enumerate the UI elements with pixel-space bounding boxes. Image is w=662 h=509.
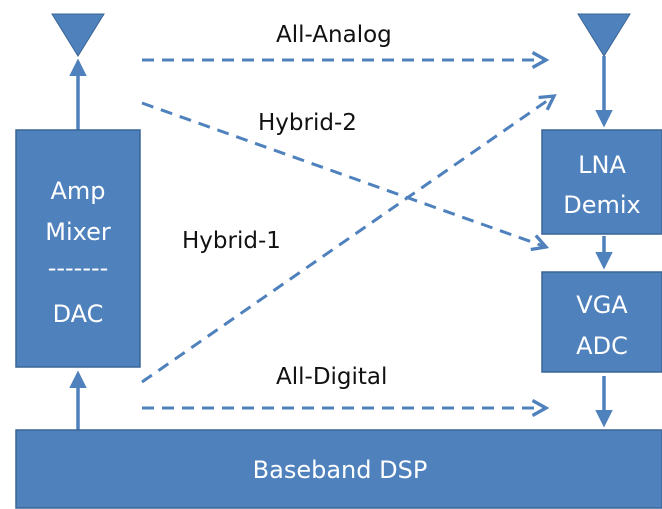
baseband-dsp-block: [15, 429, 662, 509]
all-digital-label: All-Digital: [276, 364, 387, 390]
lna-block-line2: Demix: [563, 191, 641, 219]
hybrid-2-path: [141, 101, 546, 247]
vga-block-line2: ADC: [576, 332, 628, 360]
hybrid-2-label: Hybrid-2: [258, 110, 357, 136]
hybrid-1-path: [141, 96, 554, 384]
hybrid-1-label: Hybrid-1: [182, 228, 281, 254]
tx-block-line2: Mixer: [45, 218, 111, 246]
lna-block-line1: LNA: [578, 151, 626, 179]
rx-antenna-icon: [577, 13, 631, 57]
vga-block-line1: VGA: [576, 291, 628, 319]
baseband-dsp-label: Baseband DSP: [253, 456, 428, 484]
tx-block-line3: DAC: [53, 300, 104, 328]
tx-block-line1: Amp: [50, 177, 105, 205]
tx-block: [15, 129, 141, 368]
tx-block-divider: -------: [48, 254, 109, 282]
vga-block: [541, 271, 662, 373]
tx-antenna-icon: [51, 13, 105, 57]
all-analog-label: All-Analog: [276, 22, 392, 48]
lna-block: [541, 129, 662, 235]
